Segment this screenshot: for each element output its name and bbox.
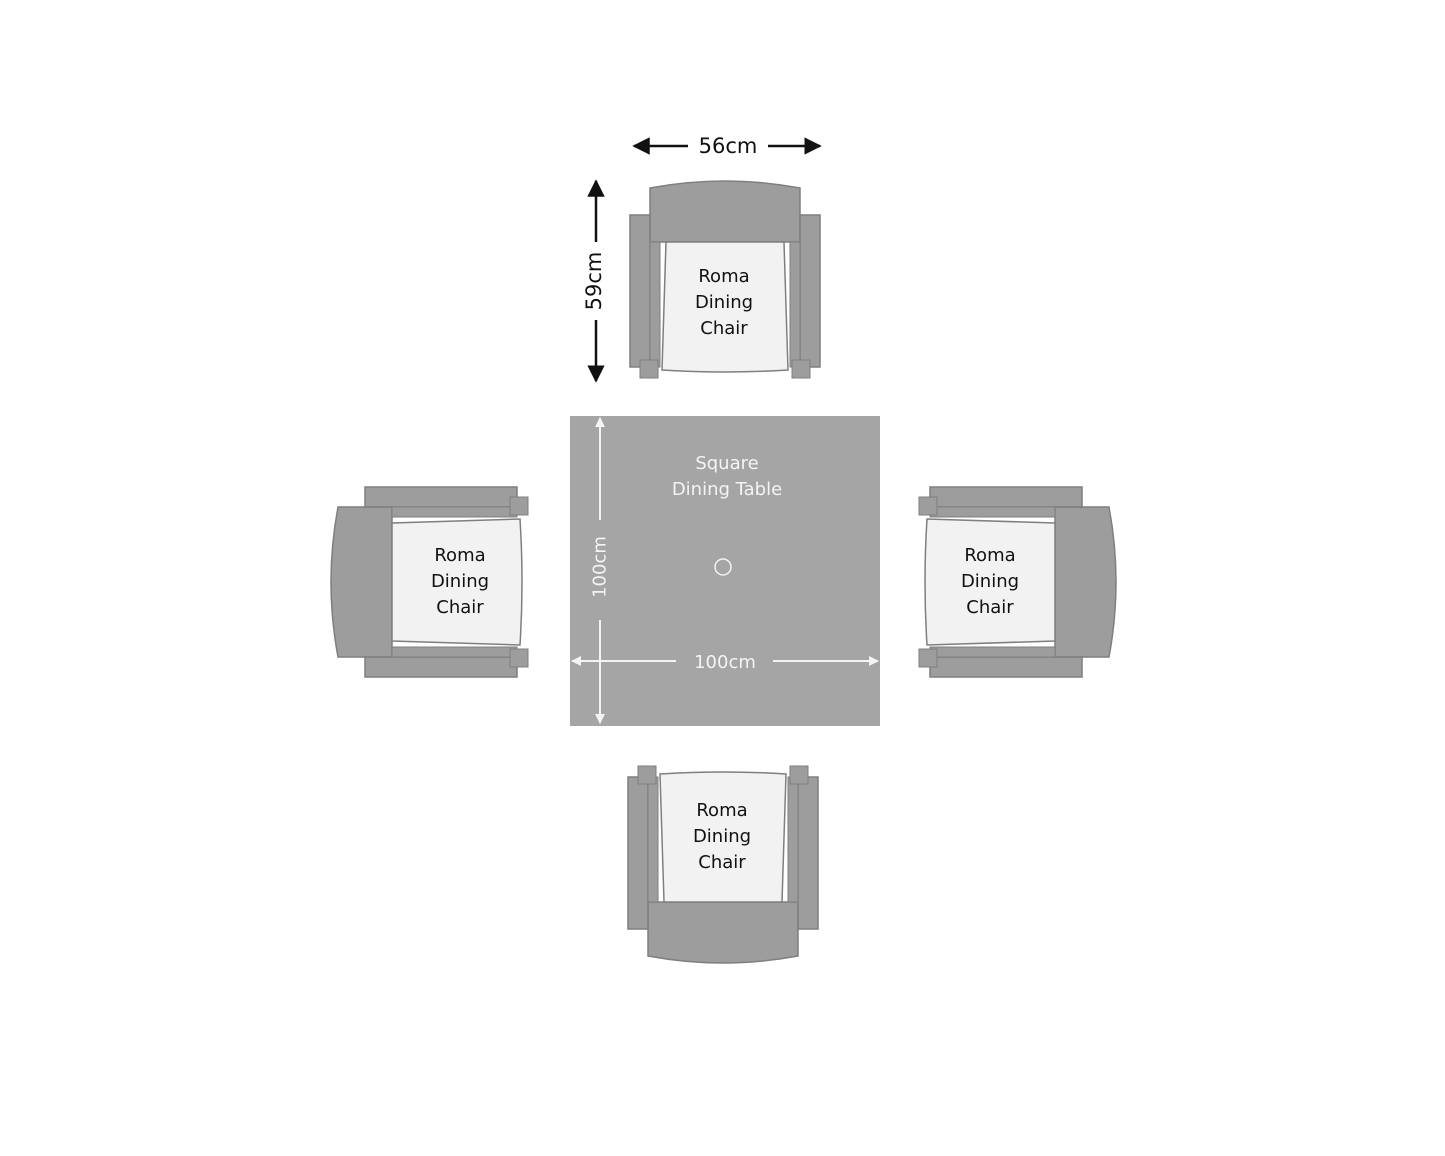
- chair-left-label-line1: Roma: [434, 545, 485, 566]
- chair-top-label-line3: Chair: [700, 318, 748, 339]
- chair-left: [330, 486, 529, 678]
- chair-right-label-line3: Chair: [966, 597, 1014, 618]
- table-label-line2: Dining Table: [672, 479, 782, 500]
- dining-table: [570, 416, 880, 726]
- chair-bottom-label-line1: Roma: [696, 800, 747, 821]
- chair-depth-label: 59cm: [582, 252, 606, 311]
- chair-left-label-line2: Dining: [431, 571, 489, 592]
- parasol-hole-icon: [714, 558, 732, 576]
- table-label-line1: Square: [695, 453, 758, 474]
- chair-right-label-line1: Roma: [964, 545, 1015, 566]
- chair-top-label-line2: Dining: [695, 292, 753, 313]
- chair-left-label-line3: Chair: [436, 597, 484, 618]
- chair-width-label: 56cm: [699, 134, 758, 158]
- chair-bottom-label-line3: Chair: [698, 852, 746, 873]
- chair-right-label-line2: Dining: [961, 571, 1019, 592]
- chair-bottom-label-line2: Dining: [693, 826, 751, 847]
- table-depth-label: 100cm: [590, 536, 611, 598]
- chair-top-label-line1: Roma: [698, 266, 749, 287]
- table-width-label: 100cm: [694, 652, 756, 673]
